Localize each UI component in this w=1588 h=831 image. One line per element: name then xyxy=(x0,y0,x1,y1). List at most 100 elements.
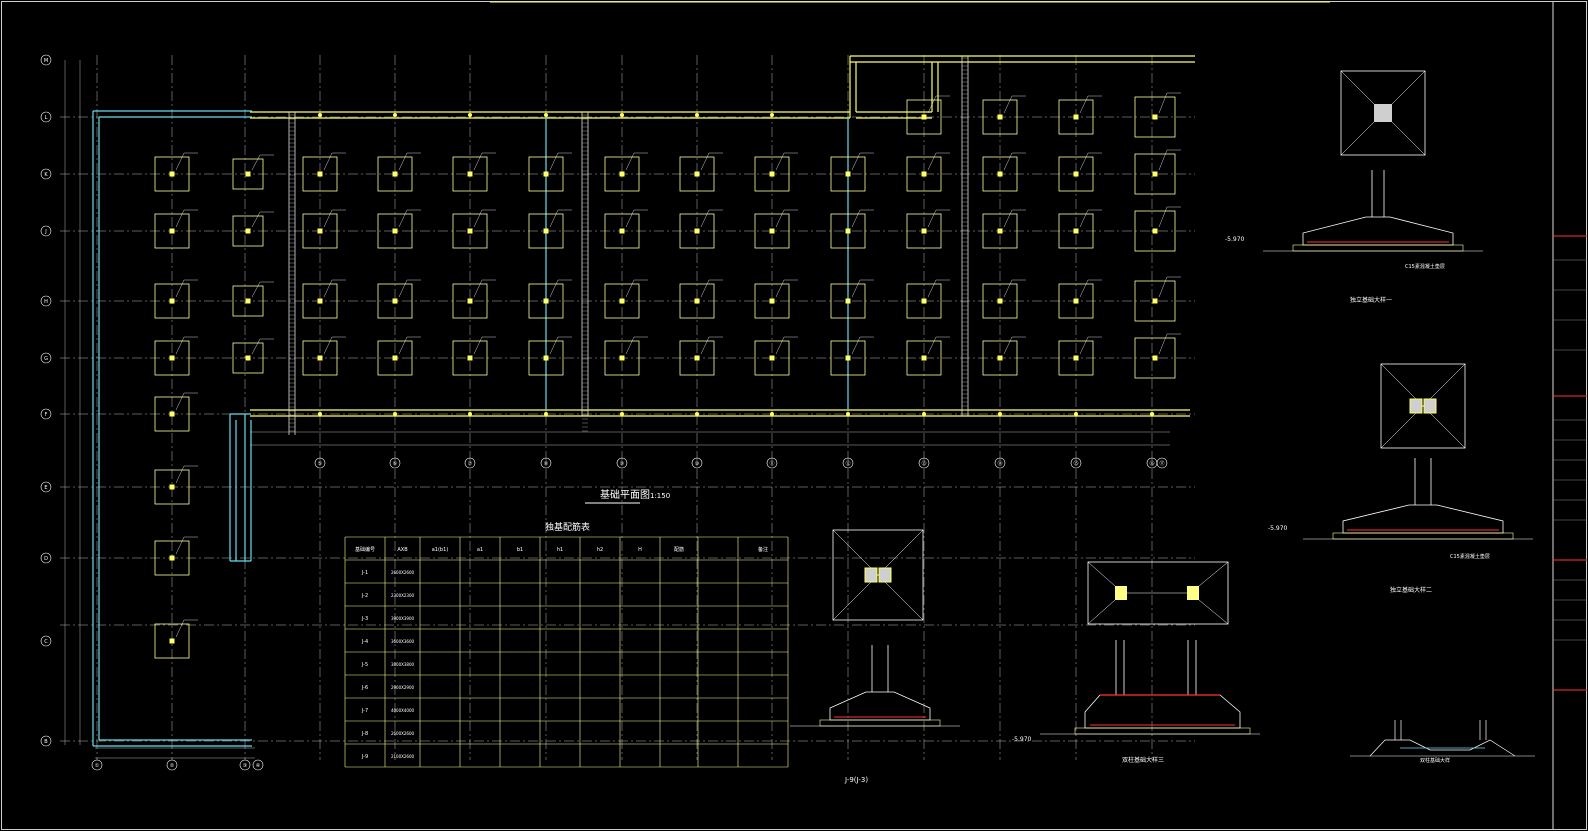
footing-section xyxy=(1084,694,1241,729)
axis-label-left: B xyxy=(44,739,48,745)
leader-line xyxy=(251,154,261,171)
leader-line xyxy=(1079,336,1089,355)
plinth-outer xyxy=(832,529,924,621)
footing-outline xyxy=(982,283,1018,319)
leader-line xyxy=(1158,92,1168,114)
column-stub xyxy=(845,298,851,304)
footing-outline xyxy=(906,213,942,249)
axis-bubble-bottom xyxy=(842,457,854,469)
axis-bubble-left xyxy=(40,225,52,237)
beam-node xyxy=(468,113,472,117)
leader-line xyxy=(927,152,937,171)
column-stub xyxy=(467,298,473,304)
beam-node xyxy=(393,412,397,416)
footing-outline xyxy=(679,156,715,192)
column-stub xyxy=(392,298,398,304)
elevation-label-1: -5.970 xyxy=(1225,236,1245,243)
axis-bubble-bottom xyxy=(314,457,326,469)
axis-label-bottom: ⑪ xyxy=(769,460,774,467)
column-stub xyxy=(317,171,323,177)
leader-line xyxy=(175,336,185,355)
leader-line xyxy=(323,279,333,298)
footing xyxy=(604,336,648,376)
footing-section xyxy=(1342,504,1504,534)
axis-bubble-bottom xyxy=(91,759,103,771)
table-row-size: 2900X2900 xyxy=(391,685,415,690)
leader-line xyxy=(251,211,261,228)
beam-node xyxy=(695,113,699,117)
footing-outline xyxy=(906,283,942,319)
footing xyxy=(377,209,421,249)
footing xyxy=(679,336,723,376)
column-stub xyxy=(1073,298,1079,304)
cushion-layer xyxy=(819,719,941,727)
footing xyxy=(154,536,198,576)
leader-line xyxy=(473,279,483,298)
footing xyxy=(604,209,648,249)
column-stub xyxy=(694,228,700,234)
footing-outline xyxy=(906,156,942,192)
cushion-label-1: C15素混凝土垫层 xyxy=(1405,263,1445,270)
column-stub xyxy=(467,171,473,177)
column-stub xyxy=(997,298,1003,304)
table-row-size: 2300X2300 xyxy=(391,593,415,598)
foundation-details xyxy=(790,70,1535,757)
axis-label-bottom: ① xyxy=(95,763,100,769)
leader-line xyxy=(398,336,408,355)
footing-section xyxy=(1369,739,1516,757)
beam-node xyxy=(620,113,624,117)
column xyxy=(1187,586,1199,600)
beam-node xyxy=(468,412,472,416)
column-stub xyxy=(169,228,175,234)
table-row-id: J-4 xyxy=(361,639,368,645)
footing xyxy=(1134,92,1181,138)
table-row-size: 3800X3800 xyxy=(391,662,415,667)
column-stub xyxy=(921,355,927,361)
column-stub xyxy=(169,484,175,490)
footing-outline xyxy=(754,283,790,319)
table-header-cell: AXB xyxy=(397,547,408,553)
footing-outline xyxy=(679,340,715,376)
footing xyxy=(232,338,274,374)
axis-label-bottom: ③ xyxy=(243,763,247,769)
leader-line xyxy=(775,279,785,298)
footing-outline xyxy=(302,213,338,249)
column-stub xyxy=(921,171,927,177)
axis-bubble-bottom xyxy=(616,457,628,469)
footing xyxy=(830,209,874,249)
column-stub xyxy=(1152,171,1158,177)
detail2-title: 独立基础大样二 xyxy=(1390,586,1432,594)
column-stub xyxy=(921,114,927,120)
footing-outline xyxy=(528,156,564,192)
plinth-diagonal xyxy=(1087,561,1116,587)
axis-label-bottom: ⑨ xyxy=(620,461,624,467)
footing xyxy=(302,209,346,249)
elevation-label-3: -5.970 xyxy=(1012,736,1032,743)
footing xyxy=(754,152,798,192)
table-header-cell: h1 xyxy=(557,547,563,553)
combined-section-detail xyxy=(1350,720,1535,757)
footing xyxy=(528,279,572,319)
axis-label-left: C xyxy=(44,639,48,645)
table-row-id: J-5 xyxy=(361,662,368,668)
footing-outline xyxy=(830,156,866,192)
column-stub xyxy=(997,114,1003,120)
footing xyxy=(154,152,198,192)
axis-bubble-left xyxy=(40,735,52,747)
column-stub xyxy=(769,298,775,304)
column-stub xyxy=(245,171,251,177)
plinth-diagonal xyxy=(1380,363,1466,449)
beam-node xyxy=(318,113,322,117)
footing-outline xyxy=(604,156,640,192)
axis-bubble-left xyxy=(40,552,52,564)
plinth-diagonal xyxy=(832,529,924,621)
footing-outline xyxy=(232,158,264,190)
footing xyxy=(1134,206,1181,252)
footing-outline xyxy=(154,340,190,376)
leader-line xyxy=(625,152,635,171)
footing xyxy=(754,279,798,319)
footing-outline xyxy=(982,156,1018,192)
axis-bubble-bottom xyxy=(1156,457,1168,469)
footing-outline xyxy=(528,213,564,249)
axis-label-bottom: ⑯ xyxy=(1149,460,1154,467)
